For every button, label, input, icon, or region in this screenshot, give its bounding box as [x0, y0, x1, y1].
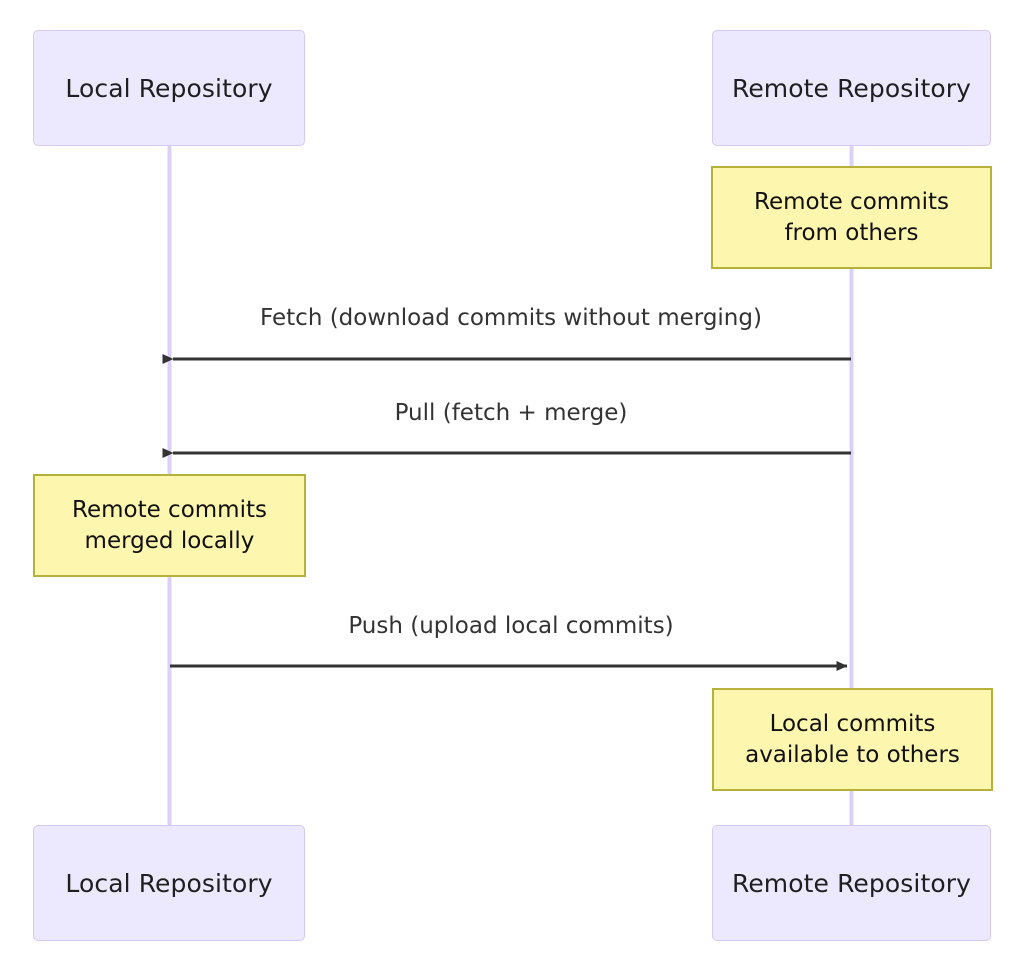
participant-box-local-top[interactable]: Local Repository	[33, 30, 305, 146]
note-text-local-commits-available-to-others: Local commits available to others	[735, 709, 970, 771]
participant-label-remote-top: Remote Repository	[731, 73, 972, 103]
participant-label-remote-bottom: Remote Repository	[731, 868, 972, 898]
participant-box-remote-bottom[interactable]: Remote Repository	[712, 825, 991, 941]
note-line-2: merged locally	[84, 527, 255, 554]
note-line-2: from others	[784, 219, 919, 246]
note-local-commits-available-to-others[interactable]: Local commits available to others	[712, 688, 993, 791]
note-line-2: available to others	[745, 741, 960, 768]
message-label-pull: Pull (fetch + merge)	[394, 400, 628, 426]
note-line-1: Remote commits	[72, 496, 267, 523]
participant-box-remote-top[interactable]: Remote Repository	[712, 30, 991, 146]
participant-label-local-bottom: Local Repository	[65, 868, 273, 898]
message-label-push: Push (upload local commits)	[348, 613, 674, 639]
note-text-remote-commits-merged-locally: Remote commits merged locally	[62, 495, 277, 557]
note-text-remote-commits-from-others: Remote commits from others	[744, 187, 959, 249]
message-label-fetch: Fetch (download commits without merging)	[260, 305, 762, 331]
note-line-1: Local commits	[769, 710, 936, 737]
note-remote-commits-merged-locally[interactable]: Remote commits merged locally	[33, 474, 306, 577]
participant-label-local-top: Local Repository	[65, 73, 273, 103]
note-remote-commits-from-others[interactable]: Remote commits from others	[711, 166, 992, 269]
participant-box-local-bottom[interactable]: Local Repository	[33, 825, 305, 941]
note-line-1: Remote commits	[754, 188, 949, 215]
